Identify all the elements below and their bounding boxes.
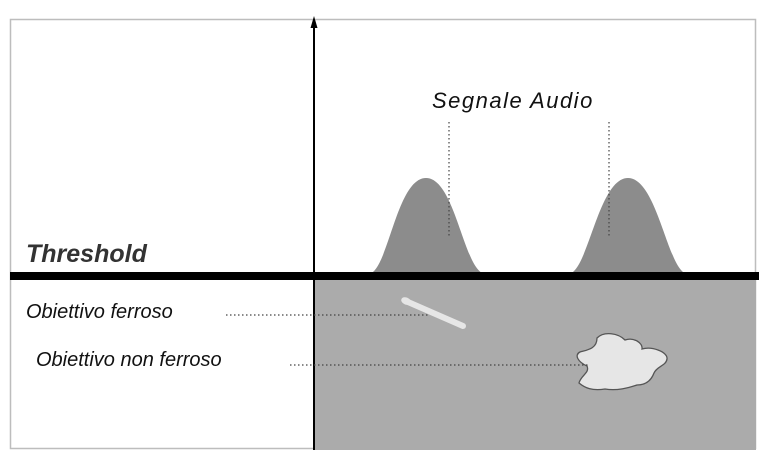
ferrous-target-label: Obiettivo ferroso [26,301,173,323]
audio-signal-label: Segnale Audio [432,88,594,113]
threshold-label: Threshold [26,240,147,268]
ground-area [315,277,756,450]
signal-peak-left [368,178,486,274]
axis-arrow [310,16,318,28]
nonferrous-target-label: Obiettivo non ferroso [36,349,222,371]
ferrous-target-nail [401,297,466,329]
signal-peak-right [568,178,688,274]
threshold-line [10,272,759,280]
nonferrous-target-nugget [576,333,668,391]
